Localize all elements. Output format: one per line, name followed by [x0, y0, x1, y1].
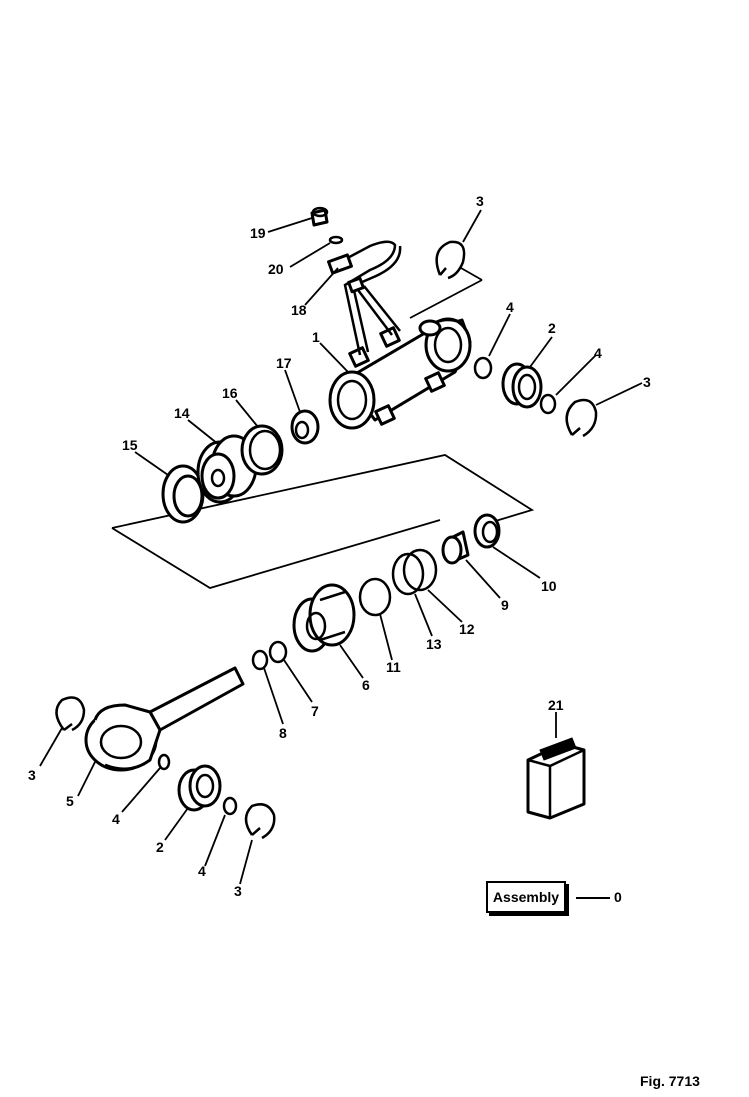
callout-3-upper-right: 3 [643, 374, 651, 390]
callout-2-upper: 2 [548, 320, 556, 336]
bushing-upper [501, 362, 543, 409]
assembly-leader-line [576, 897, 610, 899]
figure-label: Fig. 7713 [640, 1073, 700, 1089]
snap-ring-upper-left [435, 240, 466, 280]
callout-2-lower: 2 [156, 839, 164, 855]
o-ring-11 [358, 577, 392, 617]
callout-17: 17 [276, 355, 292, 371]
assembly-label: Assembly [492, 889, 560, 905]
seal-4-upper-a [473, 356, 493, 380]
seal-4-upper-b [539, 393, 557, 415]
callout-16: 16 [222, 385, 238, 401]
seal-12 [402, 548, 438, 592]
seal-4-lower-a [157, 753, 171, 771]
callout-4-upper-b: 4 [594, 345, 602, 361]
callout-8: 8 [279, 725, 287, 741]
bushing-9 [441, 530, 470, 565]
callout-19: 19 [250, 225, 266, 241]
callout-3-upper-left: 3 [476, 193, 484, 209]
seal-8 [251, 649, 269, 671]
plug [310, 206, 329, 227]
seal-7 [268, 640, 288, 664]
snap-ring-upper-right [565, 398, 598, 438]
nut-17 [290, 409, 320, 445]
hydraulic-pipe [327, 240, 402, 356]
wear-ring-16 [240, 424, 284, 476]
callout-4-upper-a: 4 [506, 299, 514, 315]
callout-18: 18 [291, 302, 307, 318]
bushing-lower [177, 764, 222, 812]
callout-14: 14 [174, 405, 190, 421]
callout-6: 6 [362, 677, 370, 693]
washer [328, 235, 344, 245]
callout-21: 21 [548, 697, 564, 713]
assembly-code: 0 [614, 889, 622, 905]
seal-kit-21 [526, 737, 586, 820]
rod-cover-6 [292, 583, 356, 653]
callout-3-lower-right: 3 [234, 883, 242, 899]
callout-20: 20 [268, 261, 284, 277]
seal-4-lower-b [222, 796, 238, 816]
snap-ring-lower-left [55, 696, 86, 732]
callout-15: 15 [122, 437, 138, 453]
callout-3-lower-left: 3 [28, 767, 36, 783]
piston-kit-bracket [111, 454, 535, 589]
callout-12: 12 [459, 621, 475, 637]
callout-7: 7 [311, 703, 319, 719]
piston-rod-5 [84, 666, 245, 772]
seal-13 [391, 552, 425, 596]
callout-4-lower-b: 4 [198, 863, 206, 879]
callout-11: 11 [386, 659, 401, 675]
assembly-label-box: Assembly [486, 881, 566, 913]
callout-13: 13 [426, 636, 442, 652]
callout-5: 5 [66, 793, 74, 809]
callout-9: 9 [501, 597, 509, 613]
snap-ring-lower-right [244, 803, 276, 840]
cylinder-tube [328, 317, 472, 430]
callout-10: 10 [541, 578, 557, 594]
callout-4-lower-a: 4 [112, 811, 120, 827]
dust-seal-10 [473, 513, 501, 549]
callout-1: 1 [312, 329, 320, 345]
piston-ring-15 [161, 464, 205, 524]
